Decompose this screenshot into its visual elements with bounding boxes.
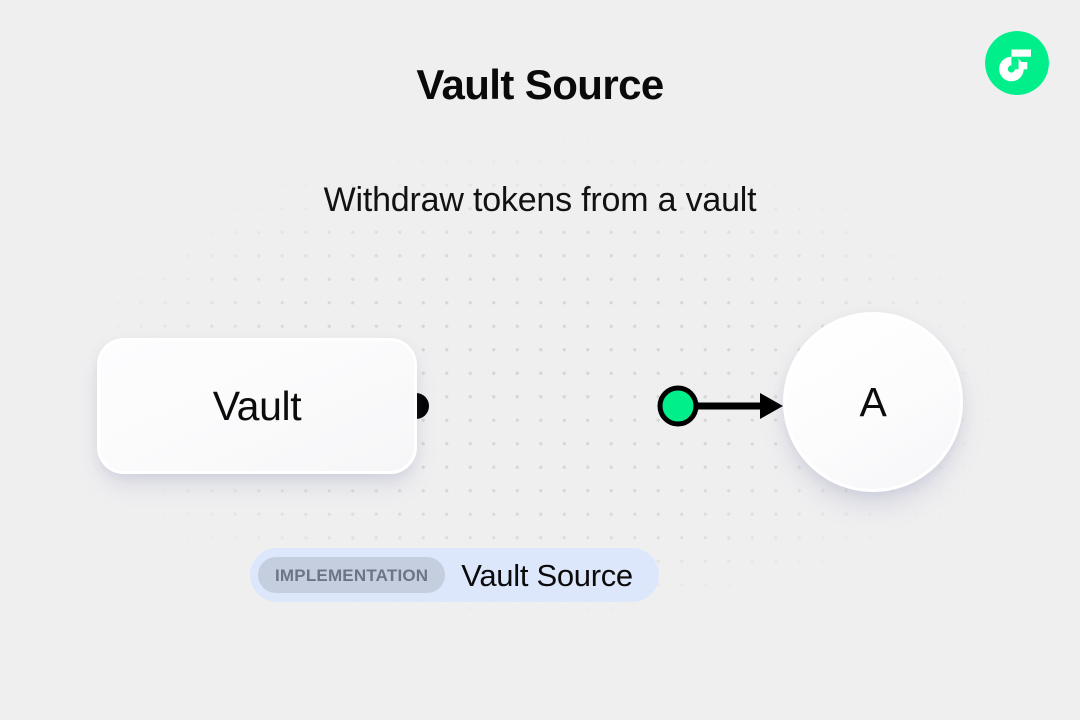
node-a[interactable]: A (783, 312, 963, 492)
implementation-badge[interactable]: IMPLEMENTATION Vault Source (250, 548, 659, 602)
page-subtitle: Withdraw tokens from a vault (323, 181, 757, 219)
flow-logo-icon[interactable] (985, 31, 1049, 95)
implementation-kind-chip: IMPLEMENTATION (258, 557, 446, 593)
edge-flow-dot[interactable] (657, 385, 699, 427)
edge-arrow-head-icon (760, 393, 783, 419)
node-vault[interactable]: Vault (97, 338, 417, 474)
implementation-kind-label: IMPLEMENTATION (275, 565, 429, 585)
implementation-name: Vault Source (461, 557, 633, 593)
page-title: Vault Source (416, 61, 664, 108)
node-a-label: A (859, 378, 887, 425)
node-vault-label: Vault (212, 382, 302, 429)
